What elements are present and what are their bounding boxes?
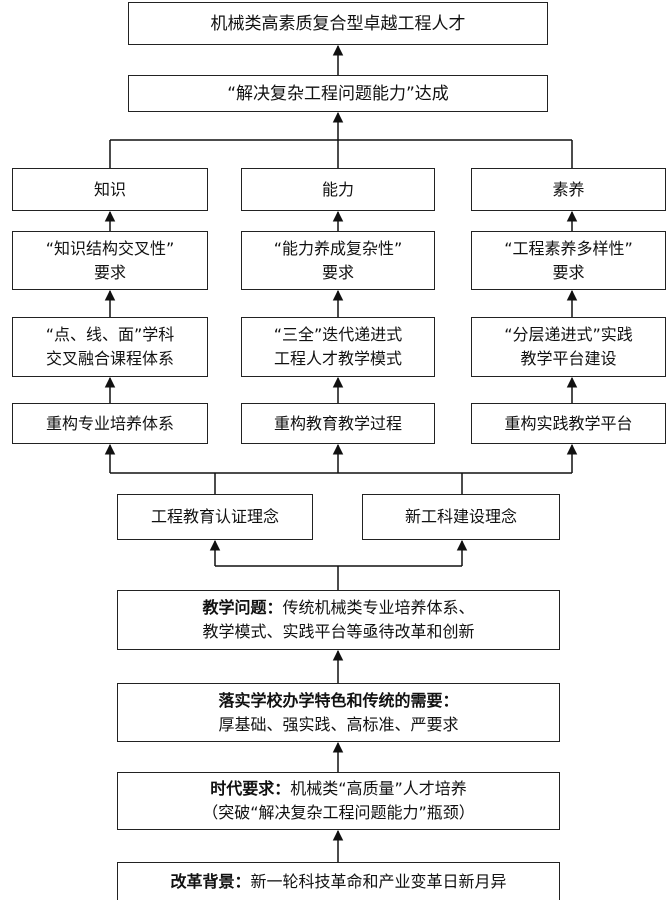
rebuild-platform-text: 重构实践教学平台 bbox=[504, 413, 633, 433]
new-engineering-box: 新工科建设理念 bbox=[362, 494, 560, 540]
reform-background-label: 改革背景： bbox=[170, 871, 251, 891]
era-requirement-label: 时代要求： bbox=[210, 779, 291, 798]
goal-text: 机械类高素质复合型卓越工程人才 bbox=[210, 13, 466, 34]
rebuild-platform-box: 重构实践教学平台 bbox=[471, 403, 666, 444]
teaching-problem-box: 教学问题：传统机械类专业培养体系、 教学模式、实践平台等亟待改革和创新 bbox=[117, 590, 560, 650]
new-engineering-text: 新工科建设理念 bbox=[404, 507, 517, 526]
practice-platform-line-1: “分层递进式”实践 bbox=[504, 325, 633, 344]
accreditation-box: 工程教育认证理念 bbox=[117, 494, 313, 540]
literacy-text: 素养 bbox=[552, 179, 585, 199]
teaching-mode-box: “三全”迭代递进式 工程人才教学模式 bbox=[241, 317, 435, 377]
teaching-problem-line-1: 教学问题：传统机械类专业培养体系、 bbox=[202, 596, 474, 620]
school-needs-box: 落实学校办学特色和传统的需要： 厚基础、强实践、高标准、严要求 bbox=[117, 683, 560, 742]
knowledge-text: 知识 bbox=[93, 179, 126, 199]
reform-background-line: 改革背景：新一轮科技革命和产业变革日新月异 bbox=[170, 870, 506, 894]
school-needs-label: 落实学校办学特色和传统的需要： bbox=[218, 690, 459, 710]
achievement-text: “解决复杂工程问题能力”达成 bbox=[227, 83, 449, 104]
teaching-problem-label: 教学问题： bbox=[202, 598, 283, 617]
knowledge-requirement-line-1: “知识结构交叉性” bbox=[45, 238, 175, 258]
teaching-problem-text-1: 传统机械类专业培养体系、 bbox=[282, 598, 475, 617]
course-system-line-2: 交叉融合课程体系 bbox=[45, 349, 174, 368]
era-requirement-box: 时代要求：机械类“高质量”人才培养 （突破“解决复杂工程问题能力”瓶颈） bbox=[117, 772, 560, 830]
knowledge-requirement-line-2: 要求 bbox=[93, 262, 126, 282]
course-system-box: “点、线、面”学科 交叉融合课程体系 bbox=[12, 317, 208, 377]
era-requirement-text-1: 机械类“高质量”人才培养 bbox=[290, 779, 467, 798]
reform-background-box: 改革背景：新一轮科技革命和产业变革日新月异 bbox=[117, 862, 560, 900]
teaching-mode-line-2: 工程人才教学模式 bbox=[273, 349, 402, 368]
ability-requirement-line-1: “能力养成复杂性” bbox=[273, 238, 403, 258]
practice-platform-box: “分层递进式”实践 教学平台建设 bbox=[471, 317, 666, 377]
knowledge-requirement-box: “知识结构交叉性” 要求 bbox=[12, 231, 208, 290]
rebuild-training-text: 重构专业培养体系 bbox=[45, 413, 174, 433]
ability-requirement-box: “能力养成复杂性” 要求 bbox=[241, 231, 435, 290]
goal-box: 机械类高素质复合型卓越工程人才 bbox=[128, 2, 548, 45]
era-requirement-line-1: 时代要求：机械类“高质量”人才培养 bbox=[210, 777, 467, 801]
teaching-mode-line-1: “三全”迭代递进式 bbox=[273, 325, 403, 344]
literacy-requirement-line-2: 要求 bbox=[552, 262, 585, 282]
ability-box: 能力 bbox=[241, 168, 435, 211]
rebuild-process-text: 重构教育教学过程 bbox=[273, 413, 402, 433]
accreditation-text: 工程教育认证理念 bbox=[150, 507, 279, 526]
achievement-box: “解决复杂工程问题能力”达成 bbox=[128, 75, 548, 112]
teaching-problem-text-2: 教学模式、实践平台等亟待改革和创新 bbox=[202, 622, 475, 641]
school-needs-text: 厚基础、强实践、高标准、严要求 bbox=[218, 714, 459, 734]
reform-background-text: 新一轮科技革命和产业变革日新月异 bbox=[250, 871, 507, 891]
practice-platform-line-2: 教学平台建设 bbox=[520, 349, 617, 368]
rebuild-training-box: 重构专业培养体系 bbox=[12, 403, 208, 444]
course-system-line-1: “点、线、面”学科 bbox=[45, 325, 175, 344]
literacy-requirement-line-1: “工程素养多样性” bbox=[504, 238, 633, 258]
rebuild-process-box: 重构教育教学过程 bbox=[241, 403, 435, 444]
ability-requirement-line-2: 要求 bbox=[321, 262, 354, 282]
knowledge-box: 知识 bbox=[12, 168, 208, 211]
literacy-box: 素养 bbox=[471, 168, 666, 211]
ability-text: 能力 bbox=[321, 179, 354, 199]
era-requirement-text-2: （突破“解决复杂工程问题能力”瓶颈） bbox=[202, 803, 475, 822]
literacy-requirement-box: “工程素养多样性” 要求 bbox=[471, 231, 666, 290]
